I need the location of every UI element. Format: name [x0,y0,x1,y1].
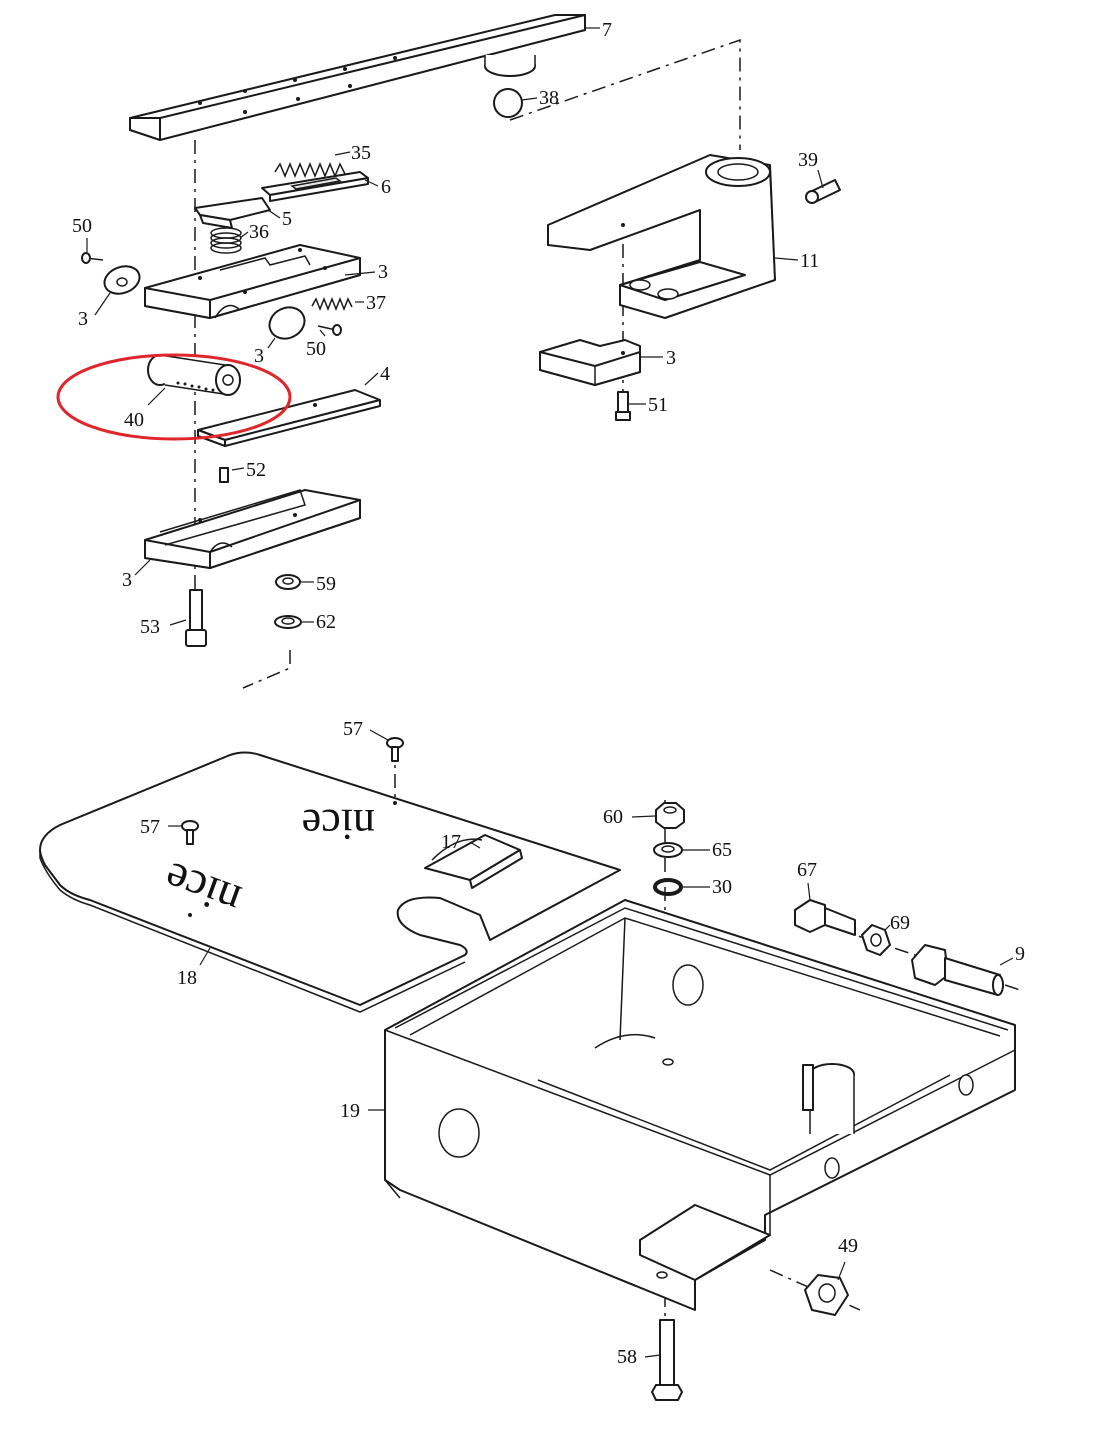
callout-50b: 50 [306,338,326,360]
callout-numbers: 7 38 35 6 5 36 50 3 3 37 3 50 4 40 52 3 … [72,19,1025,1368]
part-17-clip [424,834,523,889]
part-6-slide [261,171,369,202]
callout-57b: 57 [140,816,160,838]
callout-3d: 3 [122,569,132,591]
part-30-o-ring [653,878,683,896]
callout-58: 58 [617,1346,637,1368]
callout-19: 19 [340,1100,360,1122]
part-62-washer [274,615,302,629]
callout-3e: 3 [666,347,676,369]
part-52-screw [219,467,229,483]
part-69-nut [861,924,891,956]
callout-57a: 57 [343,718,363,740]
part-36-spring [210,227,242,254]
brand-logo-upper: nice [302,800,375,849]
part-18-cover: nice nice [39,751,621,1013]
callout-18: 18 [177,967,197,989]
part-9-pin [911,944,1004,996]
part-5-latch [194,197,271,229]
callout-50a: 50 [72,215,92,237]
callout-65: 65 [712,839,732,861]
callout-52: 52 [246,459,266,481]
brand-mark-upper: nice [302,800,375,849]
part-49-nut [804,1274,849,1316]
callout-49: 49 [838,1235,858,1257]
callout-37: 37 [366,292,386,314]
callout-62: 62 [316,611,336,633]
callout-4: 4 [380,363,390,385]
part-53-bolt [185,589,207,647]
callout-39: 39 [798,149,818,171]
callout-6: 6 [381,176,391,198]
part-57-screw-a [386,737,404,762]
part-3-upper-housing [144,244,361,319]
part-19-box [384,899,1016,1311]
callout-17: 17 [441,831,461,853]
part-7-top-plate [129,14,586,141]
part-65-washer [653,842,683,858]
part-40-cylinder [147,354,241,396]
part-51-screw [615,391,631,421]
axis-arm-link [509,38,741,150]
callout-40: 40 [124,409,144,431]
part-3-cap-left [103,265,141,295]
part-60-nut [655,802,685,829]
part-37-spring [311,296,353,312]
callout-53: 53 [140,616,160,638]
callout-11: 11 [800,250,819,272]
callout-3a: 3 [78,308,88,330]
part-39-grease-nipple [805,179,841,204]
callout-38: 38 [539,87,559,109]
callout-69: 69 [890,912,910,934]
part-35-spring [274,162,346,178]
callout-3c: 3 [254,345,264,367]
callout-3b: 3 [378,261,388,283]
callout-67: 67 [797,859,817,881]
part-50-screw-a [81,252,104,264]
callout-59: 59 [316,573,336,595]
leader-lines [86,27,1014,1358]
callout-51: 51 [648,394,668,416]
callout-60: 60 [603,806,623,828]
callout-35: 35 [351,142,371,164]
part-67-bolt [794,899,856,936]
part-3-base [144,489,361,569]
callout-5: 5 [282,208,292,230]
axis-left-lower [242,650,291,689]
part-58-bolt [651,1319,683,1401]
part-3-cap-right [268,306,306,340]
part-57-screw-b [181,820,199,845]
callout-9: 9 [1015,943,1025,965]
part-50-screw-b [317,324,342,336]
part-3-arm-block [539,339,641,386]
part-59-nut [275,574,301,590]
callout-30: 30 [712,876,732,898]
part-38-ball [493,88,523,118]
highlight-ellipse-part-40 [56,353,292,441]
part-11-arm [547,154,776,319]
callout-7: 7 [602,19,612,41]
callout-36: 36 [249,221,269,243]
